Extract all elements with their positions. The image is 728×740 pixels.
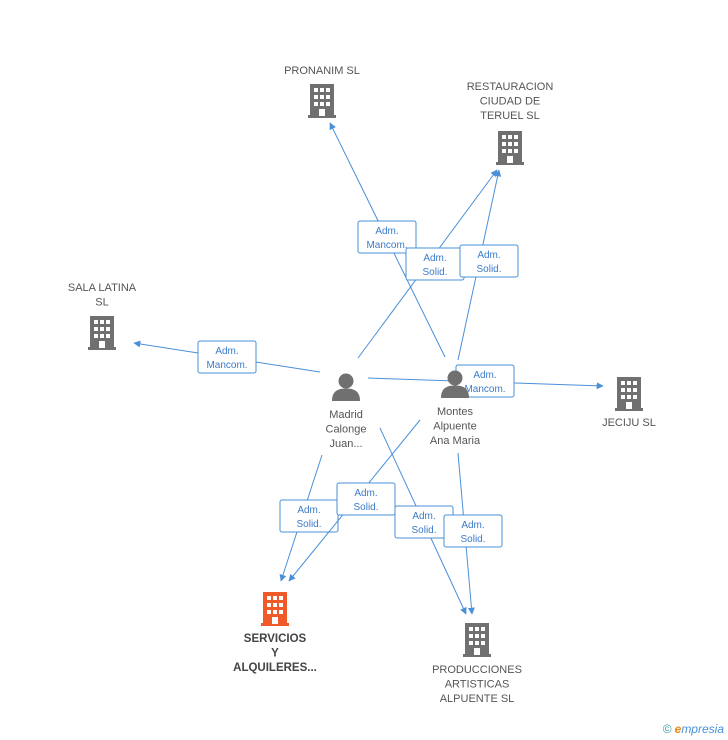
relation-label-text: Adm. — [423, 253, 446, 264]
node-label: ALQUILERES... — [233, 662, 317, 674]
node-label: Montes — [437, 406, 474, 418]
relation-label-text: Adm. — [473, 370, 496, 381]
node-label: RESTAURACION — [467, 81, 554, 93]
relation-label-text: Adm. — [215, 346, 238, 357]
relation-label-text: Adm. — [297, 505, 320, 516]
relation-label-box — [357, 220, 417, 254]
relation-label-text: Mancom. — [464, 384, 505, 395]
relation-label-box — [197, 340, 257, 374]
relation-label[interactable]: Adm. Mancom. — [357, 220, 417, 254]
relation-label-text: Solid. — [422, 267, 447, 278]
relation-label[interactable]: Adm. Solid. — [405, 247, 465, 281]
node-label: Ana Maria — [430, 435, 481, 447]
relation-label-text: Solid. — [296, 519, 321, 530]
node-label: SALA LATINA — [68, 282, 137, 294]
copyright-icon: © — [662, 722, 672, 736]
building-icon — [88, 316, 116, 350]
node-sala[interactable]: SALA LATINA SL — [68, 282, 137, 350]
node-pronanim[interactable]: PRONANIM SL — [284, 65, 360, 118]
node-label: Calonge — [326, 424, 367, 436]
edge-madrid-producciones: Adm. Solid. — [379, 427, 467, 615]
relation-label[interactable]: Adm. Solid. — [336, 482, 396, 516]
relation-label-text: Solid. — [411, 525, 436, 536]
relation-label[interactable]: Adm. Solid. — [459, 244, 519, 278]
node-label: ALPUENTE SL — [440, 693, 515, 705]
person-icon — [332, 373, 360, 401]
relation-label-text: Adm. — [375, 226, 398, 237]
edge-montes-servicios: Adm. Solid. — [288, 419, 421, 582]
node-jeciju[interactable]: JECIJU SL — [602, 377, 656, 429]
edge-montes-producciones: Adm. Solid. — [443, 452, 503, 615]
relation-label-box — [459, 244, 519, 278]
relation-label-text: Adm. — [412, 511, 435, 522]
building-icon — [463, 623, 491, 657]
building-icon — [261, 592, 289, 626]
relation-label-text: Adm. — [461, 520, 484, 531]
edge-madrid-restauracion: Adm. Solid. — [357, 169, 498, 359]
node-label: ARTISTICAS — [445, 679, 510, 691]
relation-label-text: Mancom. — [206, 360, 247, 371]
node-label: Y — [271, 648, 279, 660]
edges-layer: Adm. Mancom. Adm. Solid. Adm. Solid. Adm. Manco… — [133, 122, 604, 615]
relation-label-text: Adm. — [354, 488, 377, 499]
relation-label[interactable]: Adm. Solid. — [279, 499, 339, 533]
node-label: CIUDAD DE — [480, 96, 541, 108]
relation-label[interactable]: Adm. Solid. — [443, 514, 503, 548]
node-madrid[interactable]: MadridCalongeJuan... — [326, 373, 367, 451]
node-label: SERVICIOS — [244, 633, 307, 645]
building-icon — [615, 377, 643, 411]
edge-madrid-sala: Adm. Mancom. — [133, 340, 321, 374]
edge-madrid-servicios: Adm. Solid. — [279, 454, 339, 582]
relation-label-text: Solid. — [476, 264, 501, 275]
node-label: TERUEL SL — [480, 110, 540, 122]
node-label: JECIJU SL — [602, 417, 656, 429]
relation-label-text: Adm. — [477, 250, 500, 261]
node-label: PRONANIM SL — [284, 65, 360, 77]
relation-label-box — [279, 499, 339, 533]
relation-label-text: Mancom. — [366, 240, 407, 251]
relation-label-box — [336, 482, 396, 516]
node-label: Madrid — [329, 409, 363, 421]
relation-label-text: Solid. — [460, 534, 485, 545]
brand-logo: empresia — [674, 722, 724, 736]
node-label: SL — [95, 297, 108, 309]
edge-montes-restauracion: Adm. Solid. — [457, 169, 519, 361]
relation-label[interactable]: Adm. Solid. — [394, 505, 454, 539]
node-label: Alpuente — [433, 421, 476, 433]
node-restauracion[interactable]: RESTAURACION CIUDAD DE TERUEL SL — [467, 81, 554, 165]
node-label: PRODUCCIONES — [432, 664, 522, 676]
node-servicios[interactable]: SERVICIOS Y ALQUILERES... — [233, 592, 317, 674]
building-icon — [308, 84, 336, 118]
building-icon — [496, 131, 524, 165]
nodes-layer: PRONANIM SL RESTAURACION CIUDAD DE TERUEL S… — [68, 65, 656, 705]
relation-label-box — [443, 514, 503, 548]
relation-label[interactable]: Adm. Mancom. — [197, 340, 257, 374]
relation-label-text: Solid. — [353, 502, 378, 513]
node-producciones[interactable]: PRODUCCIONES ARTISTICAS ALPUENTE SL — [432, 623, 522, 705]
node-label: Juan... — [329, 438, 362, 450]
edge-montes-pronanim: Adm. Mancom. — [329, 122, 446, 358]
edge-madrid-jeciju: Adm. Mancom. — [367, 364, 604, 398]
footer-brand[interactable]: ©empresia — [663, 722, 724, 736]
